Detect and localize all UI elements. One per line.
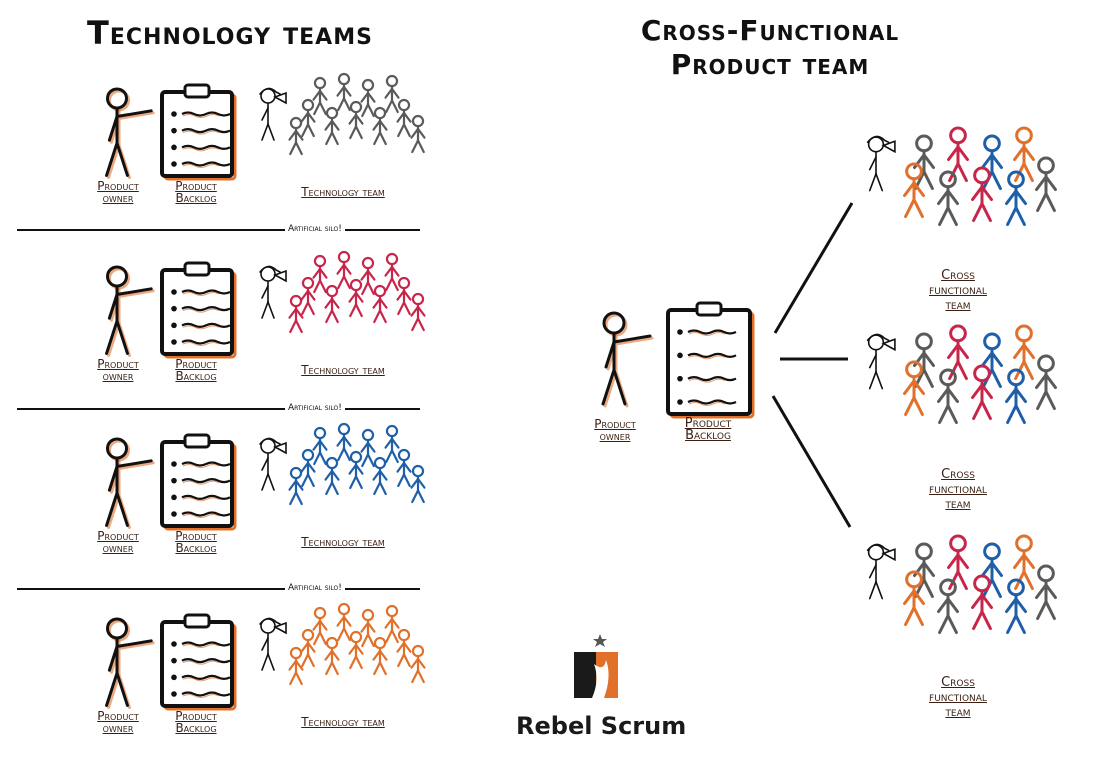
silo-line-1	[17, 229, 420, 231]
silo-label-2: Artificial silo!	[285, 403, 345, 413]
cross-team-label-3-line-1: Cross	[941, 675, 975, 690]
right-po-label-line-2: owner	[599, 429, 631, 443]
row-1-pb-label-line-1: Product	[175, 179, 217, 193]
row-2-product-backlog	[160, 261, 237, 359]
row-4-product-backlog	[160, 613, 237, 711]
silo-label-1: Artificial silo!	[285, 224, 345, 234]
row-1-product-backlog	[160, 83, 237, 181]
cross-team-label-2-line-3: team	[945, 497, 971, 512]
row-4-team-label: Technology team	[278, 716, 408, 728]
silo-line-2	[17, 408, 420, 410]
row-2-technology-team	[259, 250, 426, 334]
right-pb-label-line-2: Backlog	[685, 428, 731, 443]
left-title: Technology teams	[87, 14, 373, 52]
cross-team-label-2-line-1: Cross	[941, 467, 975, 482]
cross-team-label-1-line-3: team	[945, 298, 971, 313]
row-3-pb-label-line-1: Product	[175, 529, 217, 543]
right-title: Cross-Functional Product team	[590, 14, 950, 82]
right-product-owner	[601, 311, 654, 408]
row-2-pb-label-line-1: Product	[175, 357, 217, 371]
silo-line-3	[17, 588, 420, 590]
right-po-label-line-1: Product	[594, 417, 636, 431]
row-2-po-label-line-1: Product	[97, 357, 139, 371]
row-4-po-label-line-1: Product	[97, 709, 139, 723]
row-1-technology-team	[259, 72, 426, 156]
connector-line-3	[771, 395, 852, 528]
right-title-line-1: Cross-Functional	[640, 14, 900, 47]
row-3-team-label-line-1: Technology team	[301, 535, 385, 549]
silo-label-3: Artificial silo!	[285, 583, 345, 593]
cross-team-label-1-line-2: functional	[929, 283, 987, 298]
cross-functional-team-1	[866, 126, 1057, 226]
cross-team-label-1: Cross functional team	[908, 268, 1008, 313]
cross-team-label-3-line-2: functional	[929, 690, 987, 705]
row-2-team-label: Technology team	[278, 364, 408, 376]
row-4-pb-label-line-2: Backlog	[175, 721, 217, 735]
cross-team-label-3: Cross functional team	[908, 675, 1008, 720]
row-1-team-label-line-1: Technology team	[301, 185, 385, 199]
row-3-product-owner	[105, 437, 155, 529]
row-3-team-label: Technology team	[278, 536, 408, 548]
right-pb-label: Product Backlog	[668, 416, 748, 443]
right-title-line-2: Product team	[670, 48, 870, 81]
row-4-pb-label-line-1: Product	[175, 709, 217, 723]
right-product-backlog	[666, 301, 755, 419]
brand-name: Rebel Scrum	[516, 712, 687, 740]
row-4-po-label-line-2: owner	[102, 721, 134, 735]
cross-team-label-2: Cross functional team	[908, 467, 1008, 512]
row-3-technology-team	[259, 422, 426, 506]
cross-functional-team-2	[866, 324, 1057, 424]
row-1-product-owner	[105, 87, 155, 179]
row-3-po-label-line-1: Product	[97, 529, 139, 543]
right-pb-label-line-1: Product	[684, 416, 732, 431]
row-1-team-label: Technology team	[278, 186, 408, 198]
row-2-po-label-line-2: owner	[102, 369, 134, 383]
row-2-pb-label-line-2: Backlog	[175, 369, 217, 383]
cross-team-label-2-line-2: functional	[929, 482, 987, 497]
cross-functional-team-3	[866, 534, 1057, 634]
row-2-team-label-line-1: Technology team	[301, 363, 385, 377]
row-3-pb-label-line-2: Backlog	[175, 541, 217, 555]
row-4-team-label-line-1: Technology team	[301, 715, 385, 729]
row-4-technology-team	[259, 602, 426, 686]
rebel-scrum-logo	[574, 634, 618, 698]
cross-team-label-1-line-1: Cross	[941, 268, 975, 283]
row-1-pb-label-line-2: Backlog	[175, 191, 217, 205]
row-1-po-label-line-2: owner	[102, 191, 134, 205]
row-1-po-label-line-1: Product	[97, 179, 139, 193]
cross-team-label-3-line-3: team	[945, 705, 971, 720]
row-4-product-owner	[105, 617, 155, 709]
connector-line-1	[773, 202, 854, 334]
row-3-po-label-line-2: owner	[102, 541, 134, 555]
row-2-product-owner	[105, 265, 155, 357]
right-po-label: Product owner	[580, 418, 650, 442]
row-3-product-backlog	[160, 433, 237, 531]
